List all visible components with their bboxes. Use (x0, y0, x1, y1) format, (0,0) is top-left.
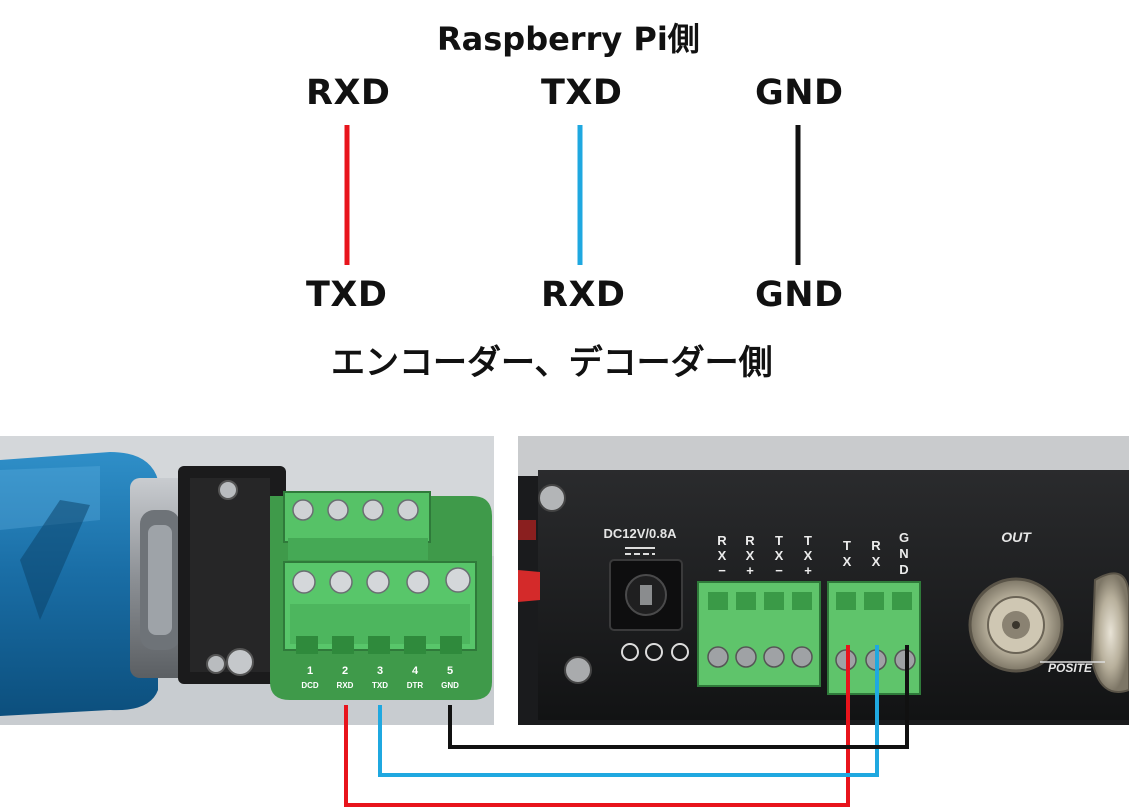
usb-pin-label-txd: TXD (372, 681, 388, 690)
usb-pin-number-1: 1 (307, 665, 313, 677)
usb-pin-number-4: 4 (412, 665, 419, 677)
rs422-label-3a: T (775, 533, 783, 548)
usb-pin-number-3: 3 (377, 665, 383, 677)
usb-pin-label-rxd: RXD (337, 681, 354, 690)
serial-label-gnd-g: G (899, 530, 909, 545)
rs422-label-4b: X (804, 548, 813, 563)
serial-label-rx-r: R (871, 538, 881, 553)
usb-pin-label-dtr: DTR (407, 681, 424, 690)
usb-pin-label-gnd: GND (441, 681, 459, 690)
composite-label: POSITE (1048, 661, 1093, 675)
serial-label-tx-x: X (843, 554, 852, 569)
rpi-pin-rxd: RXD (306, 73, 391, 113)
encoder-pin-txd: TXD (306, 275, 388, 315)
rs422-label-2b: X (746, 548, 755, 563)
wiring-connections (344, 645, 909, 807)
rs422-label-1b: X (718, 548, 727, 563)
rs422-label-3b: X (775, 548, 784, 563)
out-label: OUT (1001, 529, 1032, 545)
rs422-label-1a: R (717, 533, 727, 548)
rs422-label-4c: + (804, 563, 812, 578)
rs422-label-3c: − (775, 563, 783, 578)
usb-pin-number-2: 2 (342, 665, 348, 677)
rs422-label-4a: T (804, 533, 812, 548)
red-wire-rxd-to-tx (344, 645, 850, 807)
black-wire-gnd-to-gnd (448, 645, 909, 749)
usb-serial-adapter-photo: 1 2 3 4 5 DCD RXD TXD DTR GND (0, 436, 494, 725)
rs422-label-2a: R (745, 533, 755, 548)
encoder-side-title: エンコーダー、デコーダー側 (331, 343, 773, 383)
rs422-label-2c: + (746, 563, 754, 578)
serial-label-gnd-d: D (899, 562, 908, 577)
serial-label-gnd-n: N (899, 546, 908, 561)
usb-pin-number-5: 5 (447, 665, 453, 677)
serial-label-rx-x: X (872, 554, 881, 569)
encoder-pin-gnd: GND (755, 275, 844, 315)
rpi-pin-gnd: GND (755, 73, 844, 113)
encoder-pin-rxd: RXD (541, 275, 626, 315)
usb-pin-label-dcd: DCD (301, 681, 319, 690)
power-label: DC12V/0.8A (604, 526, 678, 541)
rpi-pin-txd: TXD (541, 73, 623, 113)
rs422-label-1c: − (718, 563, 726, 578)
encoder-decoder-photo: DC12V/0.8A R X − R X + T X − T X (518, 436, 1129, 725)
serial-label-tx-t: T (843, 538, 851, 553)
raspberry-side-title: Raspberry Pi側 (437, 20, 700, 58)
blue-wire-txd-to-rx (378, 645, 879, 777)
